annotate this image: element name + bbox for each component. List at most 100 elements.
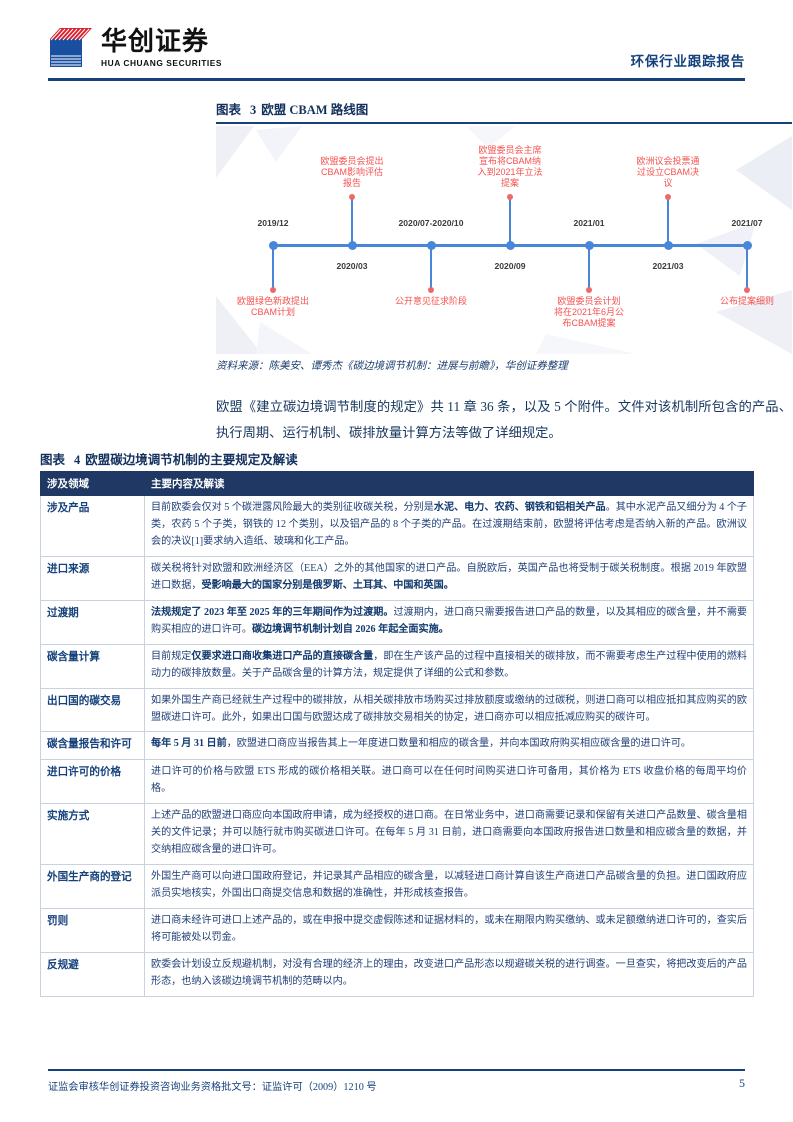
figure3-number: 3 bbox=[250, 103, 257, 117]
table-cell-domain: 过渡期 bbox=[40, 599, 145, 645]
table-cell-content: 进口许可的价格与欧盟 ETS 形成的碳价格相关联。进口商可以在任何时间购买进口许… bbox=[144, 759, 754, 805]
column-header-content: 主要内容及解读 bbox=[144, 471, 754, 496]
timeline-event-dot bbox=[428, 287, 434, 293]
figure4-label: 图表 bbox=[40, 453, 66, 467]
figure3-title-text: 欧盟 CBAM 路线图 bbox=[261, 103, 369, 117]
timeline-date-label: 2020/03 bbox=[336, 261, 368, 271]
page-header: 华创证券 HUA CHUANG SECURITIES 环保行业跟踪报告 bbox=[0, 0, 793, 84]
figure3-source: 资料来源：陈美安、谭秀杰《碳边境调节机制：进展与前瞻》，华创证券整理 bbox=[216, 361, 568, 372]
footer-disclaimer: 证监会审核华创证券投资咨询业务资格批文号：证监许可（2009）1210 号 bbox=[48, 1082, 377, 1093]
timeline-node bbox=[426, 240, 436, 250]
table-cell-domain: 罚则 bbox=[40, 907, 145, 953]
timeline-node bbox=[347, 240, 357, 250]
body-paragraph: 欧盟《建立碳边境调节制度的规定》共 11 章 36 条，以及 5 个附件。文件对… bbox=[216, 399, 792, 440]
timeline-date-label: 2021/07 bbox=[731, 218, 763, 228]
timeline-event-dot bbox=[507, 194, 513, 200]
table-cell-content: 每年 5 月 31 日前，欧盟进口商应当报告其上一年度进口数量和相应的碳含量，并… bbox=[144, 731, 754, 761]
timeline-node bbox=[584, 240, 594, 250]
table-cell-content: 碳关税将针对欧盟和欧洲经济区（EEA）之外的其他国家的进口产品。自脱欧后，英国产… bbox=[144, 555, 754, 601]
timeline-label-line: 欧盟委员会计划 bbox=[557, 296, 621, 306]
timeline-connector bbox=[429, 245, 433, 290]
timeline-label-line: 欧洲议会投票通 bbox=[636, 156, 700, 166]
table-cell-domain: 碳含量计算 bbox=[40, 643, 145, 689]
table-cell-content: 外国生产商可以向进口国政府登记，并记录其产品相应的碳含量，以减轻进口商计算自该生… bbox=[144, 864, 754, 909]
table-cell-domain: 实施方式 bbox=[40, 803, 145, 866]
table-body: 涉及产品目前欧委会仅对 5 个碳泄露风险最大的类别征收碳关税，分别是水泥、电力、… bbox=[40, 495, 754, 997]
timeline-connector bbox=[745, 245, 749, 290]
table-cell-domain: 反规避 bbox=[40, 951, 145, 997]
timeline-event-dot bbox=[349, 194, 355, 200]
timeline-event-dot bbox=[270, 287, 276, 293]
timeline-node bbox=[268, 240, 278, 250]
footer-divider bbox=[48, 1069, 745, 1071]
timeline-label-line: 公布提案细则 bbox=[719, 296, 774, 306]
timeline-label-line: 欧盟委员会提出 bbox=[320, 156, 384, 166]
timeline-label-line: 议 bbox=[663, 177, 673, 188]
figure3-label: 图表 bbox=[216, 103, 242, 117]
timeline-date-label: 2020/07-2020/10 bbox=[398, 218, 464, 228]
timeline-event-label: 欧盟委员会计划将在2021年6月公布CBAM提案 bbox=[543, 296, 635, 329]
table-header-row: 涉及领域 主要内容及解读 bbox=[40, 471, 754, 496]
table-row: 进口来源碳关税将针对欧盟和欧洲经济区（EEA）之外的其他国家的进口产品。自脱欧后… bbox=[40, 555, 754, 601]
table-row: 外国生产商的登记外国生产商可以向进口国政府登记，并记录其产品相应的碳含量，以减轻… bbox=[40, 864, 754, 909]
table-row: 进口许可的价格进口许可的价格与欧盟 ETS 形成的碳价格相关联。进口商可以在任何… bbox=[40, 759, 754, 805]
timeline-event-dot bbox=[586, 287, 592, 293]
timeline-date-label: 2020/09 bbox=[494, 261, 526, 271]
table-row: 反规避欧委会计划设立反规避机制，对没有合理的经济上的理由，改变进口产品形态以规避… bbox=[40, 951, 754, 997]
logo-text: 华创证券 HUA CHUANG SECURITIES bbox=[101, 28, 223, 68]
cbam-provisions-table: 涉及领域 主要内容及解读 涉及产品目前欧委会仅对 5 个碳泄露风险最大的类别征收… bbox=[40, 471, 754, 997]
timeline-label-line: 报告 bbox=[342, 177, 361, 188]
timeline-label-line: 布CBAM提案 bbox=[562, 317, 616, 328]
column-header-domain: 涉及领域 bbox=[40, 471, 145, 496]
timeline-event-label: 公开意见征求阶段 bbox=[385, 296, 477, 307]
table-cell-content: 法规规定了 2023 年至 2025 年的三年期间作为过渡期。过渡期内，进口商只… bbox=[144, 599, 754, 645]
table-cell-domain: 碳含量报告和许可 bbox=[40, 731, 145, 761]
logo-name-en: HUA CHUANG SECURITIES bbox=[101, 57, 223, 68]
timeline-date-label: 2021/01 bbox=[573, 218, 605, 228]
figure3-divider bbox=[216, 122, 792, 124]
timeline-event-dot bbox=[744, 287, 750, 293]
table-row: 碳含量计算目前规定仅要求进口商收集进口产品的直接碳含量，即在生产该产品的过程中直… bbox=[40, 643, 754, 689]
table-cell-domain: 进口许可的价格 bbox=[40, 759, 145, 805]
timeline-node bbox=[742, 240, 752, 250]
timeline-label-line: 将在2021年6月公 bbox=[553, 306, 625, 317]
table-cell-content: 如果外国生产商已经就生产过程中的碳排放，从相关碳排放市场购买过排放额度或缴纳的过… bbox=[144, 687, 754, 733]
timeline-label-line: CBAM影响评估 bbox=[320, 166, 383, 177]
company-logo: 华创证券 HUA CHUANG SECURITIES bbox=[48, 26, 222, 70]
timeline-label-line: 欧盟绿色新政提出 bbox=[236, 296, 309, 306]
table-cell-domain: 外国生产商的登记 bbox=[40, 864, 145, 909]
timeline-connector bbox=[666, 197, 670, 245]
timeline-connector bbox=[350, 197, 354, 245]
timeline-label-line: 宣布将CBAM纳 bbox=[478, 155, 541, 166]
logo-cube-icon bbox=[48, 26, 94, 70]
footer-page-number: 5 bbox=[739, 1076, 745, 1090]
timeline-label-line: 公开意见征求阶段 bbox=[394, 296, 467, 306]
header-divider bbox=[48, 78, 745, 81]
table-cell-content: 目前欧委会仅对 5 个碳泄露风险最大的类别征收碳关税，分别是水泥、电力、农药、钢… bbox=[144, 495, 754, 557]
timeline-label-line: 入到2021年立法 bbox=[477, 166, 543, 177]
table-cell-domain: 出口国的碳交易 bbox=[40, 687, 145, 733]
table-cell-content: 目前规定仅要求进口商收集进口产品的直接碳含量，即在生产该产品的过程中直接相关的碳… bbox=[144, 643, 754, 689]
timeline-event-label: 欧盟委员会主席宣布将CBAM纳入到2021年立法提案 bbox=[464, 145, 556, 189]
figure4-title-text: 欧盟碳边境调节机制的主要规定及解读 bbox=[85, 453, 298, 467]
timeline-label-line: CBAM计划 bbox=[250, 306, 295, 317]
table-row: 罚则进口商未经许可进口上述产品的，或在申报中提交虚假陈述和证据材料的，或未在期限… bbox=[40, 907, 754, 953]
timeline-node bbox=[505, 240, 515, 250]
table-cell-content: 上述产品的欧盟进口商应向本国政府申请，成为经授权的进口商。在日常业务中，进口商需… bbox=[144, 803, 754, 866]
table-cell-domain: 进口来源 bbox=[40, 555, 145, 601]
table-row: 碳含量报告和许可每年 5 月 31 日前，欧盟进口商应当报告其上一年度进口数量和… bbox=[40, 731, 754, 761]
figure3-caption: 图表 3 欧盟 CBAM 路线图 bbox=[216, 99, 368, 118]
chart-watermark-decor bbox=[216, 126, 792, 354]
table-row: 出口国的碳交易如果外国生产商已经就生产过程中的碳排放，从相关碳排放市场购买过排放… bbox=[40, 687, 754, 733]
table-cell-content: 欧委会计划设立反规避机制，对没有合理的经济上的理由，改变进口产品形态以规避碳关税… bbox=[144, 951, 754, 997]
timeline-date-label: 2021/03 bbox=[652, 261, 684, 271]
timeline-event-label: 欧洲议会投票通过设立CBAM决议 bbox=[622, 156, 714, 189]
timeline-connector bbox=[271, 245, 275, 290]
timeline-event-dot bbox=[665, 194, 671, 200]
table-cell-content: 进口商未经许可进口上述产品的，或在申报中提交虚假陈述和证据材料的，或未在期限内购… bbox=[144, 907, 754, 953]
table-row: 涉及产品目前欧委会仅对 5 个碳泄露风险最大的类别征收碳关税，分别是水泥、电力、… bbox=[40, 495, 754, 557]
timeline-label-line: 提案 bbox=[500, 177, 519, 188]
